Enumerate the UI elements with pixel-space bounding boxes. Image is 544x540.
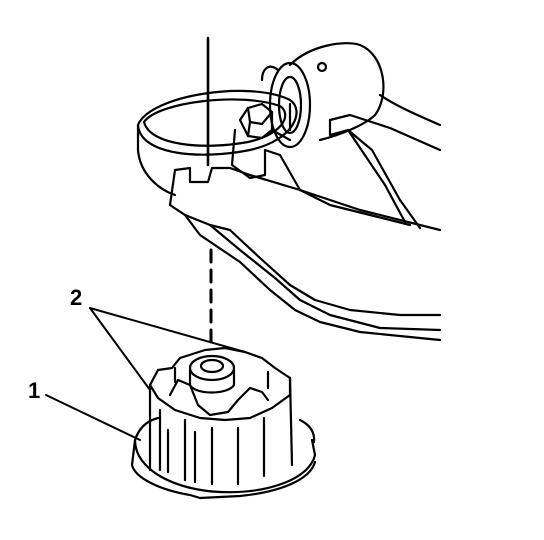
control-arm-body [175, 168, 440, 230]
callout-label-1: 1 [28, 378, 41, 403]
leader-1 [46, 395, 140, 440]
insulator-center-boss [190, 356, 234, 380]
callout-label-2: 2 [70, 285, 83, 310]
callout-leaders [46, 308, 245, 440]
bolt-head [240, 104, 272, 138]
leader-2b [90, 308, 245, 352]
insulator-component [132, 348, 315, 498]
leader-2a [90, 308, 150, 390]
spring-seat-ring [138, 91, 297, 155]
control-arm-assembly [138, 43, 440, 340]
insulator-base-flange [135, 440, 315, 492]
insulator-top-rim [150, 348, 290, 385]
bushing-cylinder [290, 43, 383, 140]
